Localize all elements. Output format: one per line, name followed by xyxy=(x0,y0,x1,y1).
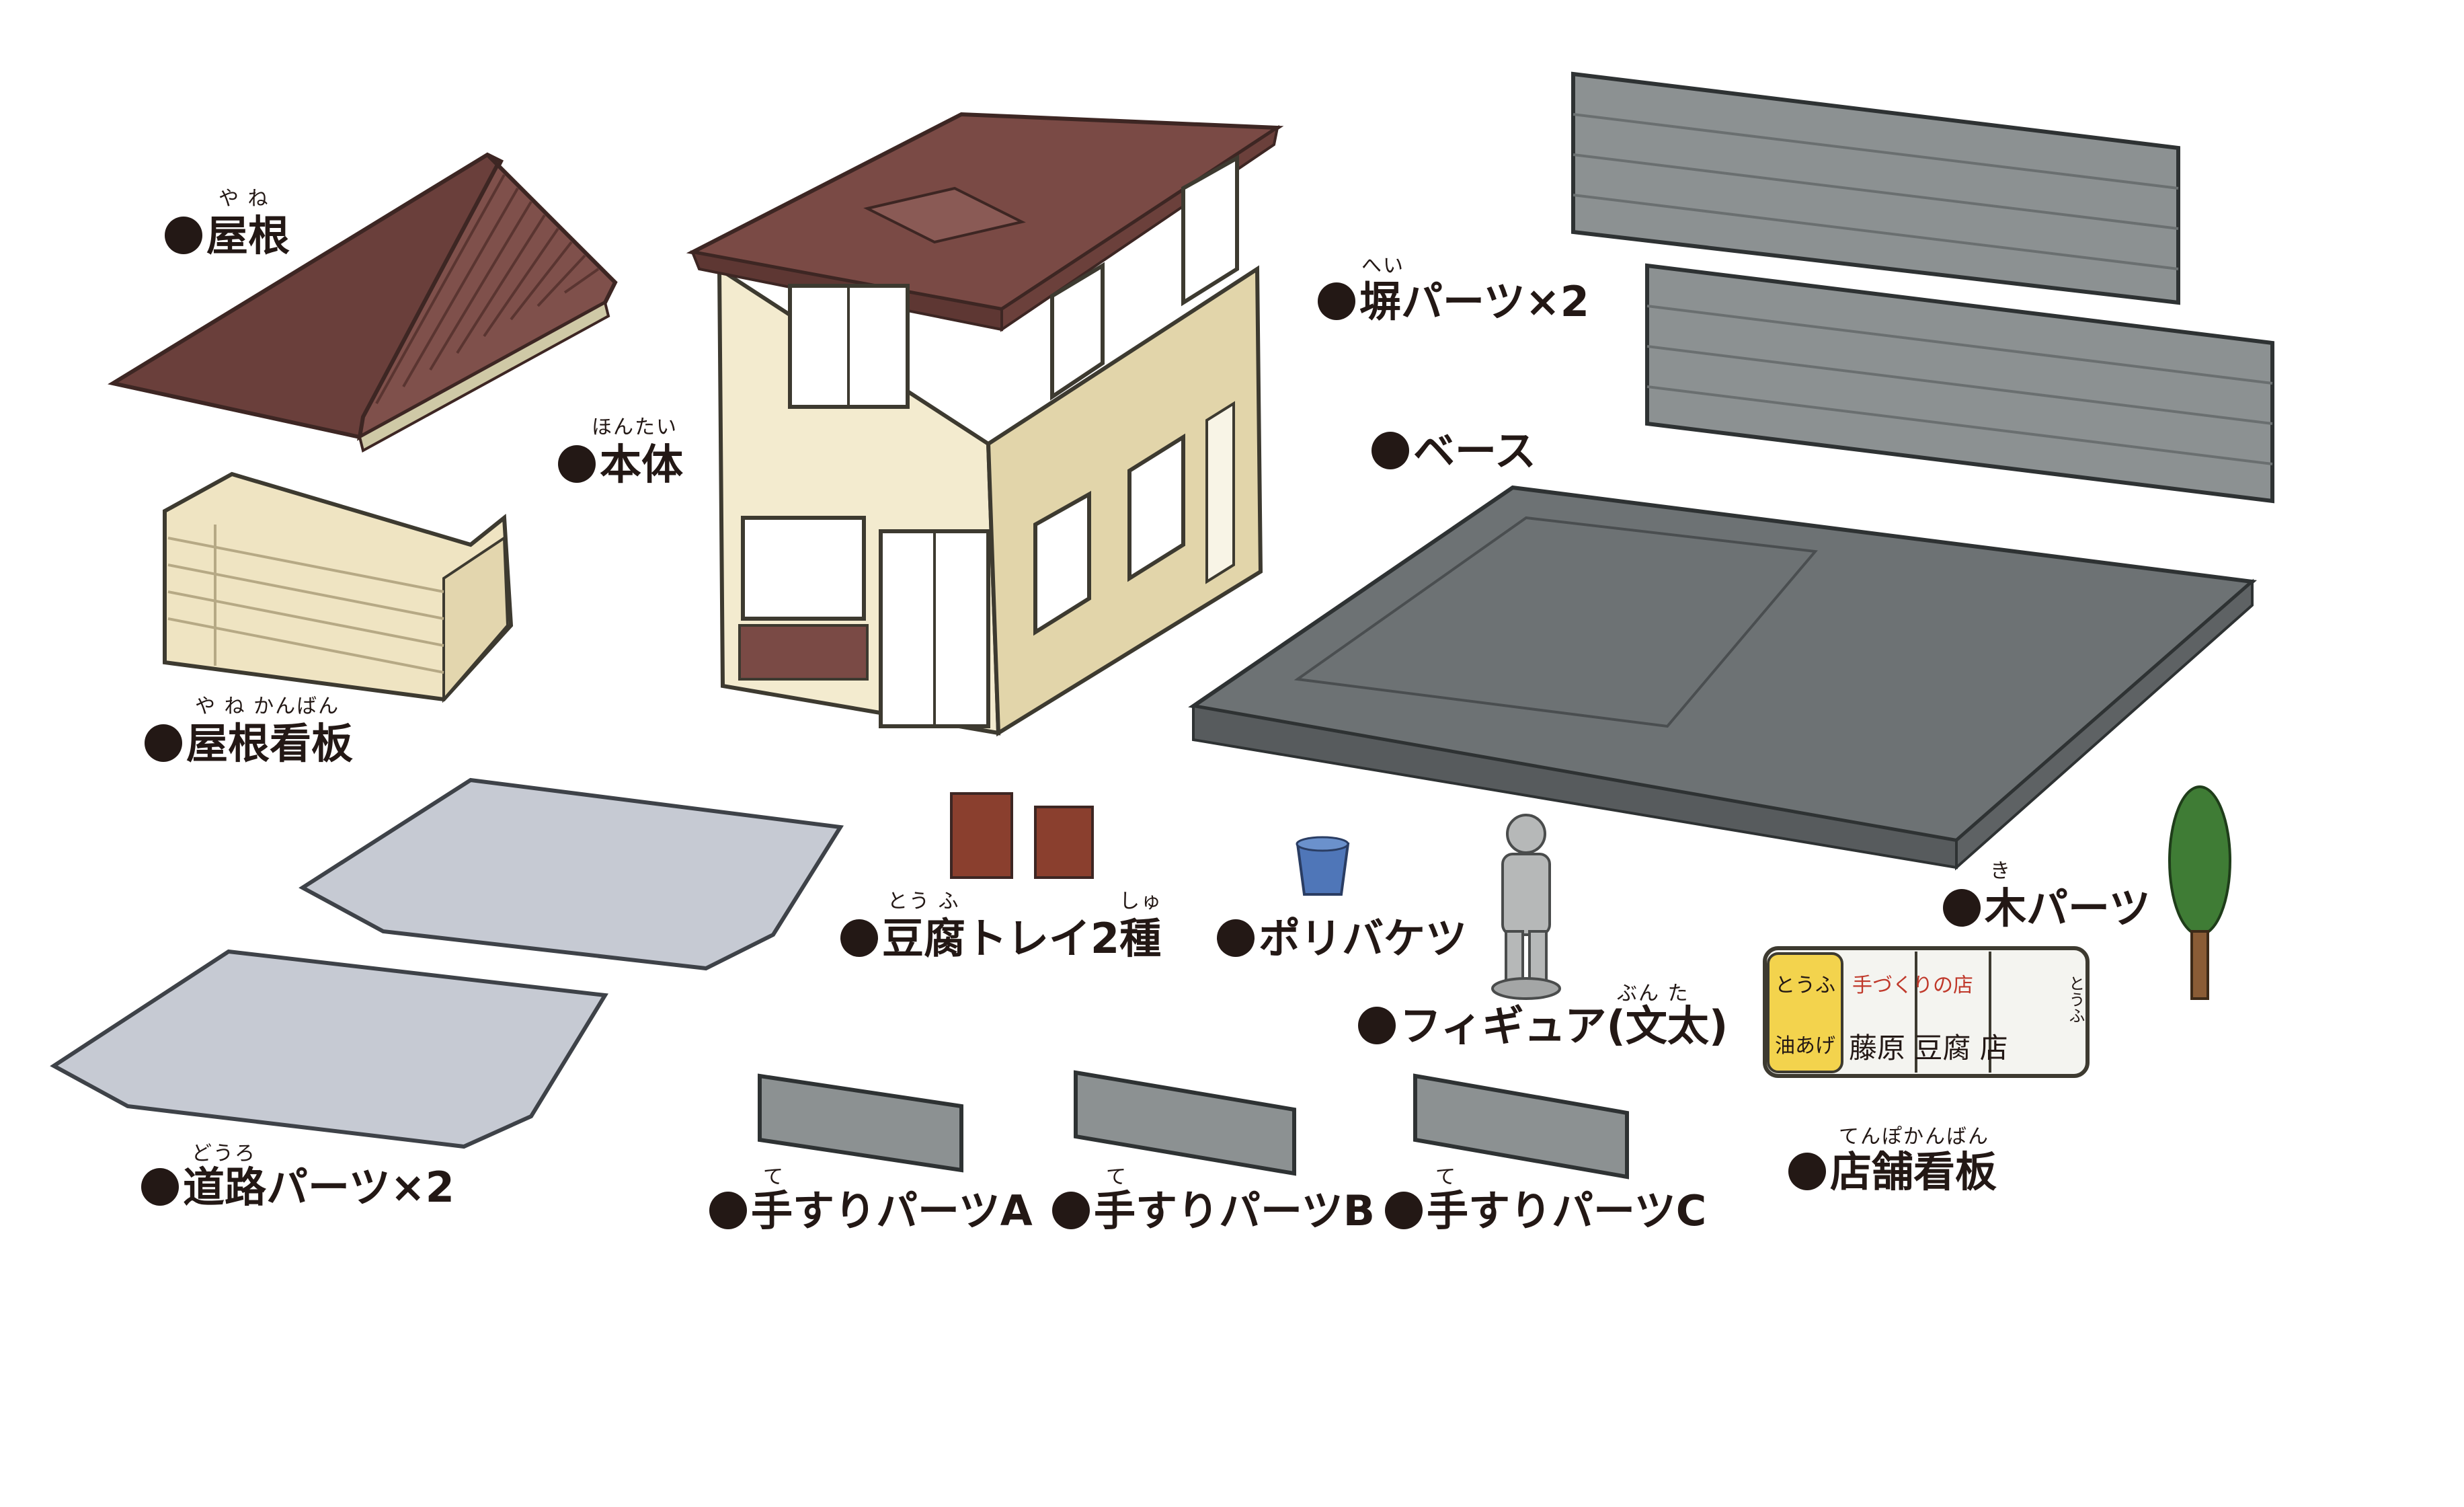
tree-ruby: き xyxy=(1990,859,2012,883)
bullet-icon xyxy=(558,445,596,483)
shop-sign-ruby: てんぽかんばん xyxy=(1839,1125,1989,1149)
tofu-tray-ruby-2: しゅ xyxy=(1119,890,1162,913)
roof-sign-part-image xyxy=(163,471,514,703)
bucket-label: ポリバケツ xyxy=(1217,918,1467,960)
bullet-icon xyxy=(840,919,878,957)
roof-label: 屋根 xyxy=(165,215,290,257)
bucket-image xyxy=(1296,836,1350,896)
base-label: ベース xyxy=(1372,430,1536,472)
figure-label: フィギュア(文太) xyxy=(1358,1005,1728,1047)
figure-ruby: ぶん た xyxy=(1617,982,1690,1005)
body-label: 本体 xyxy=(558,444,683,486)
rail-b-ruby: て xyxy=(1106,1165,1127,1189)
roof-sign-ruby: や ね かんばん xyxy=(195,695,340,718)
bullet-icon xyxy=(1217,919,1255,957)
bullet-icon xyxy=(1788,1153,1826,1190)
bullet-icon xyxy=(165,217,202,254)
roof-part-image xyxy=(108,152,618,453)
rail-a-label: 手すりパーツA xyxy=(709,1190,1033,1232)
road-part-image xyxy=(50,777,844,1149)
bullet-icon xyxy=(1385,1192,1423,1229)
rail-c-ruby: て xyxy=(1435,1165,1457,1189)
bullet-icon xyxy=(1052,1192,1090,1229)
shop-sign-side: とうふ xyxy=(2066,975,2085,1023)
tofu-tray-ruby: とう ふ xyxy=(887,890,960,913)
fence-label: 塀パーツ×2 xyxy=(1318,281,1589,323)
bullet-icon xyxy=(1372,432,1409,469)
bullet-icon xyxy=(141,1168,179,1206)
fence-ruby: へい xyxy=(1361,254,1404,278)
shop-sign-panel2-bottom: 藤原 豆腐 店 xyxy=(1849,1032,2008,1065)
roof-ruby: や ね xyxy=(218,187,270,210)
base-part-image xyxy=(1188,485,2257,871)
fence-part-image xyxy=(1571,71,2274,504)
road-label: 道路パーツ×2 xyxy=(141,1167,454,1208)
figure-image xyxy=(1491,814,1561,1000)
railing-image xyxy=(758,1070,1629,1180)
rail-c-label: 手すりパーツC xyxy=(1385,1190,1706,1232)
roof-sign-label: 屋根看板 xyxy=(145,723,353,765)
tofu-tray-label: 豆腐トレイ2種 xyxy=(840,918,1161,960)
rail-b-label: 手すりパーツB xyxy=(1052,1190,1375,1232)
tree-label: 木パーツ xyxy=(1943,888,2151,929)
shop-sign-image xyxy=(1763,946,2090,1078)
bullet-icon xyxy=(709,1192,747,1229)
tree-image xyxy=(2168,785,2231,1000)
body-ruby: ほんたい xyxy=(592,416,678,439)
house-body-image xyxy=(686,112,1284,737)
rail-a-ruby: て xyxy=(763,1165,785,1189)
bullet-icon xyxy=(145,724,182,762)
shop-sign-panel1-top: とうふ xyxy=(1775,974,1835,997)
shop-sign-panel1-bottom: 油あげ xyxy=(1775,1034,1835,1058)
bullet-icon xyxy=(1318,282,1355,320)
tofu-tray-image xyxy=(950,792,1094,879)
shop-sign-label: 店舗看板 xyxy=(1788,1151,1997,1193)
shop-sign-panel2-top: 手づくりの店 xyxy=(1852,974,1973,997)
road-ruby: どうろ xyxy=(192,1142,256,1165)
bullet-icon xyxy=(1943,889,1981,927)
bullet-icon xyxy=(1358,1007,1396,1044)
